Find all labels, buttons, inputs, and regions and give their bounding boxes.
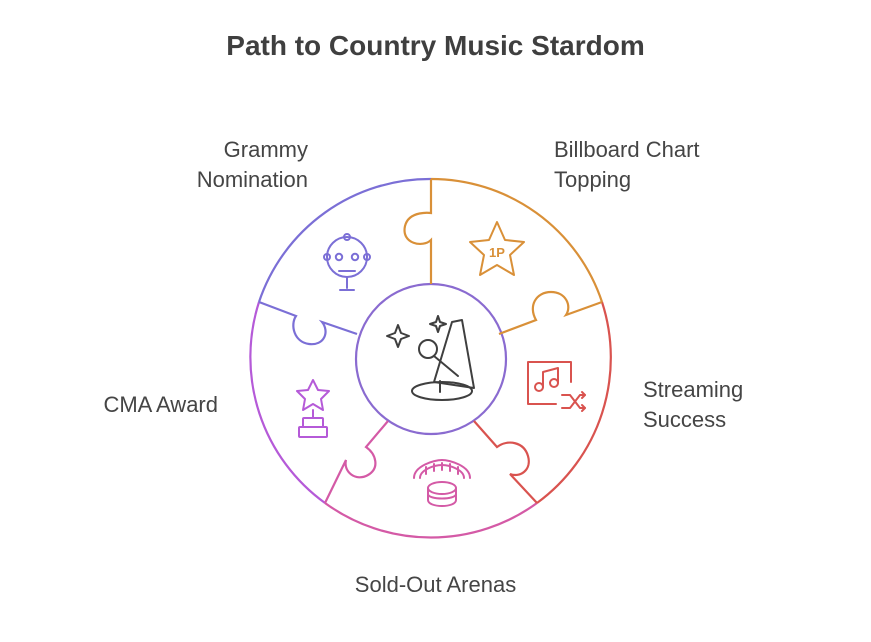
label-cma-award: CMA Award [60,390,218,420]
microphone-spotlight-icon [386,315,475,401]
ring-segment-grammy [257,177,432,303]
star-trophy-icon [296,379,330,438]
page-title: Path to Country Music Stardom [226,30,645,61]
arena-stadium-icon [413,459,471,507]
label-line: Topping [554,167,632,192]
divider-right [498,290,603,336]
divider-top [403,179,433,284]
ring-segment-arenas [324,502,538,539]
label-line: CMA Award [103,392,218,417]
divider-left [258,300,358,346]
label-line: Success [643,407,727,432]
label-streaming-success: Streaming Success [643,375,843,435]
label-billboard-chart-topping: Billboard Chart Topping [554,135,774,195]
divider-lower-left [324,420,389,504]
award-medal-icon [323,233,371,291]
label-grammy-nomination: Grammy Nomination [150,135,308,195]
label-line: Sold-Out Arenas [354,572,517,597]
ring-segment-streaming [536,301,612,504]
star-number-one-icon: 1P [469,221,525,276]
label-line: Nomination [196,167,308,192]
music-shuffle-icon [527,361,586,412]
center-circle [354,282,508,436]
svg-text:1P: 1P [489,245,505,260]
divider-lower-right [473,420,538,504]
label-line: Streaming [643,377,744,402]
label-line: Grammy [223,137,308,162]
ring-segment-cma [249,301,326,504]
label-sold-out-arenas: Sold-Out Arenas [300,570,571,600]
label-line: Billboard Chart [554,137,700,162]
ring-segment-billboard [430,177,604,303]
